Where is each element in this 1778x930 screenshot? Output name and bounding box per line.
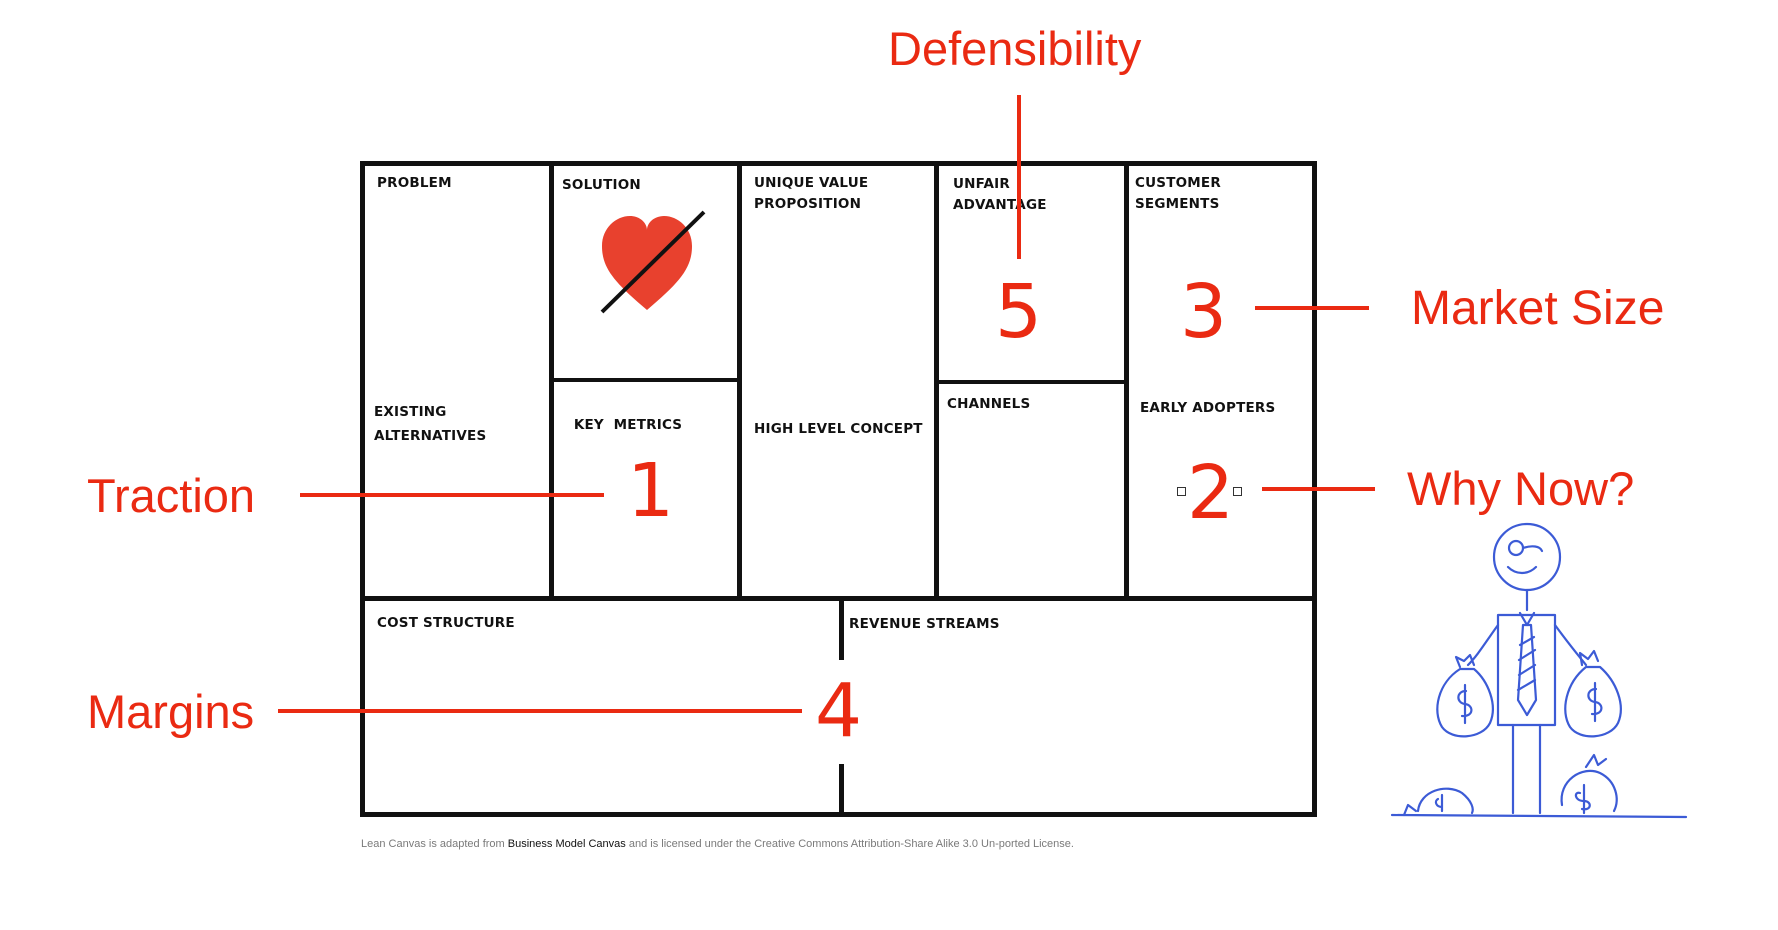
traction-connector: [300, 493, 604, 497]
key-metrics-label: KEY METRICS: [573, 417, 683, 433]
block-label-solution: SOLUTION: [562, 175, 641, 196]
unfair-line2: ADVANTAGE: [953, 197, 1047, 213]
market-size-connector: [1255, 306, 1369, 310]
existing-line1: EXISTING: [374, 404, 447, 420]
why-now-label: Why Now?: [1407, 462, 1635, 515]
money-bag-ground-right-icon: [1560, 753, 1618, 815]
market-size-label: Market Size: [1411, 282, 1665, 335]
cost-structure-label: COST STRUCTURE: [377, 615, 515, 631]
business-model-canvas-link[interactable]: Business Model Canvas: [507, 838, 626, 850]
early-adopters-label: EARLY ADOPTERS: [1140, 400, 1276, 416]
unfair-line1: UNFAIR: [953, 176, 1010, 192]
ground-line: [1390, 813, 1688, 819]
block-label-revenue-streams: REVENUE STREAMS: [849, 614, 1000, 635]
customer-line2: SEGMENTS: [1135, 196, 1220, 212]
revenue-streams-label: REVENUE STREAMS: [849, 616, 1000, 632]
why-now-connector: [1262, 487, 1375, 491]
divider-unfair-channels: [937, 380, 1127, 384]
money-bag-right-icon: [1564, 649, 1622, 738]
block-label-early-adopters: EARLY ADOPTERS: [1140, 398, 1275, 419]
defensibility-label: Defensibility: [888, 22, 1142, 75]
defensibility-connector: [1017, 95, 1021, 259]
divider-solution-keymetrics: [552, 378, 740, 382]
money-bag-left-icon: [1436, 653, 1494, 738]
block-label-customer-segments: CUSTOMER SEGMENTS: [1135, 173, 1221, 215]
block-label-problem: PROBLEM: [377, 173, 452, 194]
license-footer: Lean Canvas is adapted from Business Mod…: [361, 838, 1074, 850]
figure-body: [1496, 613, 1557, 727]
businessman-illustration: [1390, 522, 1688, 819]
why-now-number: 2: [1187, 450, 1235, 536]
traction-label: Traction: [87, 469, 256, 522]
divider-problem-solution: [549, 163, 554, 599]
existing-line2: ALTERNATIVES: [374, 428, 487, 444]
divider-top-bottom: [362, 596, 1315, 601]
divider-cost-revenue-upper: [839, 598, 844, 660]
heart-icon: [600, 210, 706, 314]
figure-tie-icon: [1516, 623, 1538, 717]
divider-uvp-unfair: [934, 163, 939, 599]
figure-glasses-icon: [1507, 539, 1525, 557]
block-label-unfair-advantage: UNFAIR ADVANTAGE: [953, 174, 1047, 216]
footer-suffix: and is licensed under the Creative Commo…: [625, 838, 1074, 850]
customer-line1: CUSTOMER: [1135, 175, 1221, 191]
margins-label: Margins: [87, 685, 255, 738]
figure-head: [1492, 522, 1562, 592]
heart-shape: [602, 216, 692, 310]
block-label-high-level-concept: HIGH LEVEL CONCEPT: [754, 419, 923, 440]
market-size-number: 3: [1180, 269, 1228, 355]
block-label-cost-structure: COST STRUCTURE: [377, 613, 515, 634]
money-bag-ground-left-icon: [1402, 787, 1474, 817]
solution-label: SOLUTION: [562, 177, 641, 193]
high-level-concept-label: HIGH LEVEL CONCEPT: [754, 421, 923, 437]
block-label-existing-alternatives: EXISTING ALTERNATIVES: [374, 400, 486, 448]
margins-number: 4: [815, 668, 863, 754]
heart-slash: [600, 210, 706, 314]
unique-value-line2: PROPOSITION: [754, 196, 862, 212]
margins-connector: [278, 709, 802, 713]
block-label-channels: CHANNELS: [947, 394, 1030, 415]
figure-smile: [1506, 565, 1538, 575]
footer-prefix: Lean Canvas is adapted from: [361, 838, 508, 850]
divider-cost-revenue-lower: [839, 764, 844, 816]
selection-handle-left[interactable]: [1177, 487, 1186, 496]
selection-handle-right[interactable]: [1233, 487, 1242, 496]
channels-label: CHANNELS: [947, 396, 1031, 412]
unique-value-line1: UNIQUE VALUE: [754, 175, 869, 191]
block-label-unique-value: UNIQUE VALUE PROPOSITION: [754, 173, 868, 215]
block-label-key-metrics: KEY METRICS: [564, 394, 682, 436]
defensibility-number: 5: [995, 269, 1043, 355]
traction-number: 1: [627, 448, 675, 534]
problem-label: PROBLEM: [377, 175, 452, 191]
